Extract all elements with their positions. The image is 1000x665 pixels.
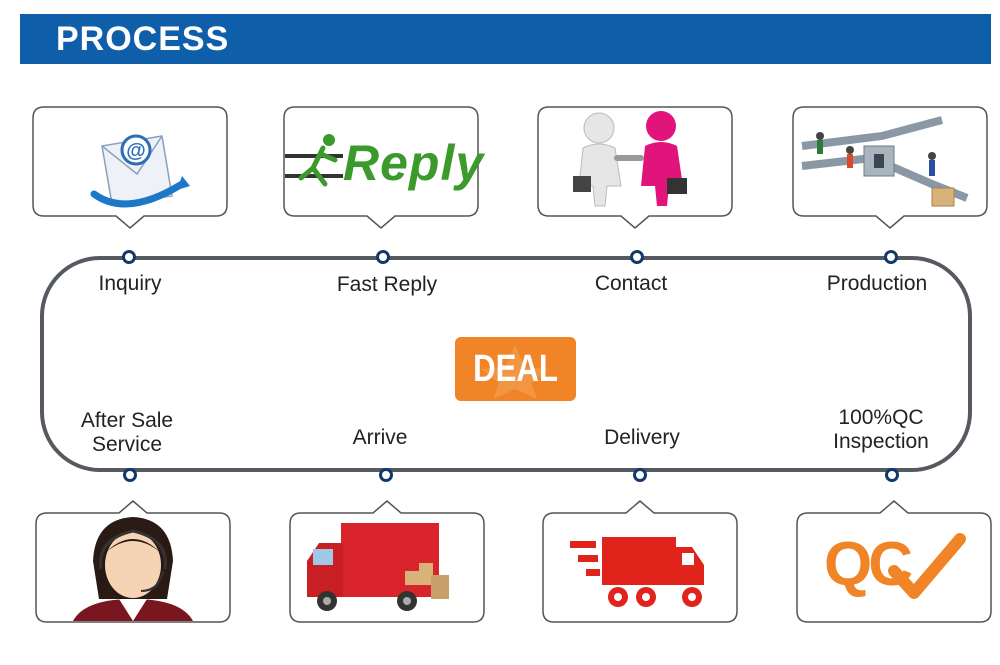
deal-text: DEAL	[473, 348, 558, 390]
production-line-icon	[801, 116, 969, 207]
card-frame	[537, 106, 733, 229]
step-label-after-sale-line1: After Sale	[80, 409, 174, 432]
step-label-delivery: Delivery	[604, 426, 680, 449]
card-arrive	[289, 499, 485, 625]
card-delivery	[542, 499, 738, 625]
step-dot-qc	[885, 468, 899, 482]
step-label-inquiry: Inquiry	[98, 272, 162, 295]
step-label-qc: 100%QC Inspection	[796, 406, 966, 454]
header-bar: PROCESS	[20, 14, 991, 64]
card-after-sale	[35, 499, 231, 625]
svg-text:@: @	[126, 140, 146, 162]
step-dot-fast-reply	[376, 250, 390, 264]
running-man-icon	[285, 134, 343, 187]
card-production	[792, 106, 988, 231]
step-label-fast-reply: Fast Reply	[336, 273, 438, 296]
deal-badge: DEAL	[455, 337, 576, 401]
step-dot-arrive	[379, 468, 393, 482]
step-dot-contact	[630, 250, 644, 264]
delivery-truck-icon	[307, 523, 449, 611]
card-contact	[537, 106, 733, 231]
step-label-after-sale-line2: Service	[91, 433, 163, 456]
fast-delivery-truck-icon	[570, 537, 704, 607]
step-dot-inquiry	[122, 250, 136, 264]
email-envelope-icon: @	[90, 134, 190, 208]
deal-star-icon	[481, 345, 549, 399]
step-label-qc-line2: Inspection	[833, 430, 929, 453]
step-label-after-sale: After Sale Service	[42, 409, 212, 457]
card-frame	[796, 500, 992, 623]
customer-service-agent-icon	[73, 517, 193, 621]
card-fast-reply: Reply	[283, 106, 483, 231]
card-inquiry: @	[32, 106, 228, 231]
step-label-arrive: Arrive	[352, 426, 408, 449]
step-dot-delivery	[633, 468, 647, 482]
step-dot-production	[884, 250, 898, 264]
card-qc: QC	[796, 499, 992, 625]
handshake-icon	[573, 111, 687, 207]
qc-text: QC	[824, 530, 913, 599]
checkmark-icon	[888, 533, 966, 599]
page-title: PROCESS	[56, 20, 230, 58]
step-label-contact: Contact	[594, 272, 668, 295]
process-loop	[40, 256, 972, 472]
step-label-qc-line1: 100%QC	[838, 406, 924, 429]
step-label-production: Production	[826, 272, 928, 295]
step-dot-after-sale	[123, 468, 137, 482]
reply-text: Reply	[343, 135, 485, 191]
